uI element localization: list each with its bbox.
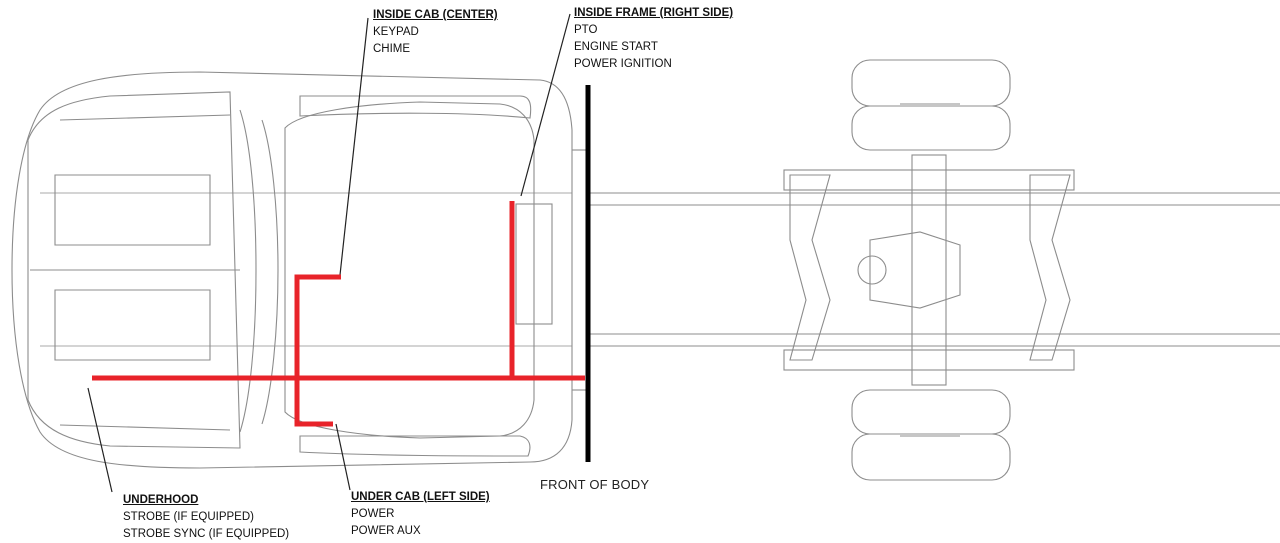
callout-line: STROBE (IF EQUIPPED): [123, 511, 254, 523]
callout-heading: INSIDE FRAME (RIGHT SIDE): [574, 7, 734, 19]
callout-line: PTO: [574, 24, 598, 36]
callout-line: STROBE SYNC (IF EQUIPPED): [123, 528, 290, 540]
harness-routing: [92, 201, 585, 427]
callout-heading: UNDERHOOD: [123, 494, 199, 506]
callout-line: CHIME: [373, 43, 411, 55]
callout-inside-frame: INSIDE FRAME (RIGHT SIDE) PTO ENGINE STA…: [574, 5, 733, 73]
leader-under-cab: [335, 423, 351, 491]
callout-under-cab: UNDER CAB (LEFT SIDE) POWER POWER AUX: [351, 489, 490, 540]
leader-underhood: [87, 387, 113, 493]
leader-inside-cab: [339, 17, 369, 276]
callout-line: POWER: [351, 508, 395, 520]
harness-cab-branch: [294, 274, 341, 427]
callout-line: POWER AUX: [351, 525, 421, 537]
callout-line: ENGINE START: [574, 41, 658, 53]
truck-top-view-drawing: [11, 59, 1280, 481]
callout-underhood: UNDERHOOD STROBE (IF EQUIPPED) STROBE SY…: [123, 492, 289, 543]
callout-leader-lines: [87, 13, 571, 493]
leader-inside-frame: [520, 13, 571, 197]
callout-heading: INSIDE CAB (CENTER): [373, 9, 498, 21]
callout-line: POWER IGNITION: [574, 58, 672, 70]
front-of-body-label: FRONT OF BODY: [540, 477, 650, 492]
callout-heading: UNDER CAB (LEFT SIDE): [351, 491, 490, 503]
callout-inside-cab: INSIDE CAB (CENTER) KEYPAD CHIME: [373, 7, 498, 58]
callout-line: KEYPAD: [373, 26, 419, 38]
